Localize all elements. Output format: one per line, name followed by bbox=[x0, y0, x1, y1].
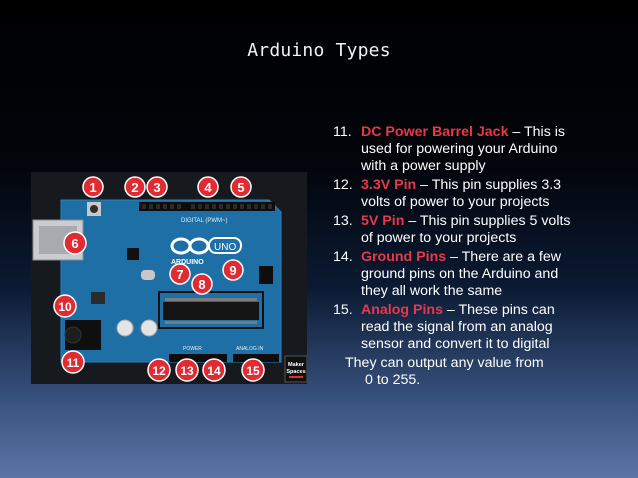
svg-text:10: 10 bbox=[58, 300, 72, 314]
callout-5: 5 bbox=[230, 176, 252, 198]
note-line-2: 0 to 255. bbox=[365, 372, 421, 388]
svg-text:2: 2 bbox=[131, 180, 138, 195]
callout-2: 2 bbox=[124, 176, 146, 198]
brand-label: ARDUINO bbox=[171, 259, 204, 266]
item-first-line: Ground Pins – There are a few bbox=[347, 249, 633, 266]
callout-10: 10 bbox=[53, 294, 77, 318]
list-item: 11. DC Power Barrel Jack – This is used … bbox=[333, 124, 633, 175]
item-first-line: DC Power Barrel Jack – This is bbox=[347, 124, 633, 141]
list-item: 12. 3.3V Pin – This pin supplies 3.3 vol… bbox=[333, 177, 633, 211]
item-desc-line: read the signal from an analog bbox=[361, 319, 553, 335]
item-desc: – These pins can bbox=[442, 302, 555, 318]
item-term: DC Power Barrel Jack bbox=[361, 124, 509, 140]
item-number: 15. bbox=[333, 302, 353, 318]
item-term: 5V Pin bbox=[361, 213, 405, 229]
item-desc: – This is bbox=[508, 124, 565, 140]
callout-15: 15 bbox=[241, 358, 265, 382]
item-desc: – This pin supplies 3.3 bbox=[416, 177, 562, 193]
arduino-board: DIGITAL (PWM~) POWER ANALOG IN UNO ARDUI… bbox=[32, 199, 282, 363]
svg-text:9: 9 bbox=[229, 263, 236, 278]
svg-text:1: 1 bbox=[89, 180, 96, 195]
callout-6: 6 bbox=[63, 231, 87, 255]
item-number: 13. bbox=[333, 213, 353, 229]
arduino-board-photo: DIGITAL (PWM~) POWER ANALOG IN UNO ARDUI… bbox=[31, 172, 307, 384]
item-desc: – This pin supplies 5 volts bbox=[404, 213, 571, 229]
item-first-line: 5V Pin – This pin supplies 5 volts bbox=[347, 213, 633, 230]
list-item: 15. Analog Pins – These pins can read th… bbox=[333, 302, 633, 353]
svg-text:11: 11 bbox=[67, 356, 80, 370]
item-first-line: 3.3V Pin – This pin supplies 3.3 bbox=[347, 177, 633, 194]
svg-text:6: 6 bbox=[71, 236, 78, 251]
note-line-1: They can output any value from bbox=[345, 355, 544, 371]
model-label: UNO bbox=[214, 242, 236, 253]
callout-12: 12 bbox=[147, 358, 171, 382]
item-term: 3.3V Pin bbox=[361, 177, 417, 193]
item-desc-line: ground pins on the Arduino and bbox=[361, 266, 559, 282]
svg-text:4: 4 bbox=[204, 180, 212, 195]
item-desc-line: with a power supply bbox=[361, 158, 486, 174]
item-desc-line: of power to your projects bbox=[361, 230, 517, 246]
callout-11: 11 bbox=[61, 350, 85, 374]
svg-text:8: 8 bbox=[198, 277, 205, 292]
svg-text:Spaces: Spaces bbox=[286, 369, 305, 375]
callout-1: 1 bbox=[82, 176, 104, 198]
callout-4: 4 bbox=[197, 176, 219, 198]
item-term: Ground Pins bbox=[361, 249, 447, 265]
callout-7: 7 bbox=[169, 263, 191, 285]
svg-text:15: 15 bbox=[246, 364, 260, 378]
item-number: 14. bbox=[333, 249, 353, 265]
item-number: 12. bbox=[333, 177, 353, 193]
item-desc-line: used for powering your Arduino bbox=[361, 141, 558, 157]
item-desc-line: sensor and convert it to digital bbox=[361, 336, 550, 352]
svg-text:7: 7 bbox=[176, 267, 183, 282]
output-range-note: They can output any value from 0 to 255. bbox=[333, 355, 633, 389]
callout-9: 9 bbox=[222, 259, 244, 281]
list-item: 14. Ground Pins – There are a few ground… bbox=[333, 249, 633, 300]
analog-label: ANALOG IN bbox=[236, 346, 264, 352]
item-term: Analog Pins bbox=[361, 302, 443, 318]
svg-text:3: 3 bbox=[153, 180, 160, 195]
svg-text:Maker: Maker bbox=[288, 362, 305, 368]
item-desc: – There are a few bbox=[446, 249, 562, 265]
callout-3: 3 bbox=[146, 176, 168, 198]
maker-spaces-badge: Maker Spaces bbox=[284, 355, 307, 383]
item-desc-line: they all work the same bbox=[361, 283, 503, 299]
svg-text:12: 12 bbox=[152, 364, 166, 378]
pin-description-list: 11. DC Power Barrel Jack – This is used … bbox=[333, 124, 633, 389]
arduino-logo: UNO ARDUINO bbox=[170, 237, 242, 266]
digital-label: DIGITAL (PWM~) bbox=[181, 218, 228, 224]
svg-text:5: 5 bbox=[237, 180, 244, 195]
slide-title: Arduino Types bbox=[247, 40, 391, 61]
callout-8: 8 bbox=[191, 273, 213, 295]
item-first-line: Analog Pins – These pins can bbox=[347, 302, 633, 319]
svg-text:13: 13 bbox=[180, 364, 194, 378]
list-item: 13. 5V Pin – This pin supplies 5 volts o… bbox=[333, 213, 633, 247]
callout-14: 14 bbox=[202, 358, 226, 382]
callout-13: 13 bbox=[175, 358, 199, 382]
item-number: 11. bbox=[333, 124, 352, 140]
svg-text:14: 14 bbox=[207, 364, 221, 378]
power-label: POWER bbox=[183, 346, 202, 352]
item-desc-line: volts of power to your projects bbox=[361, 194, 550, 210]
